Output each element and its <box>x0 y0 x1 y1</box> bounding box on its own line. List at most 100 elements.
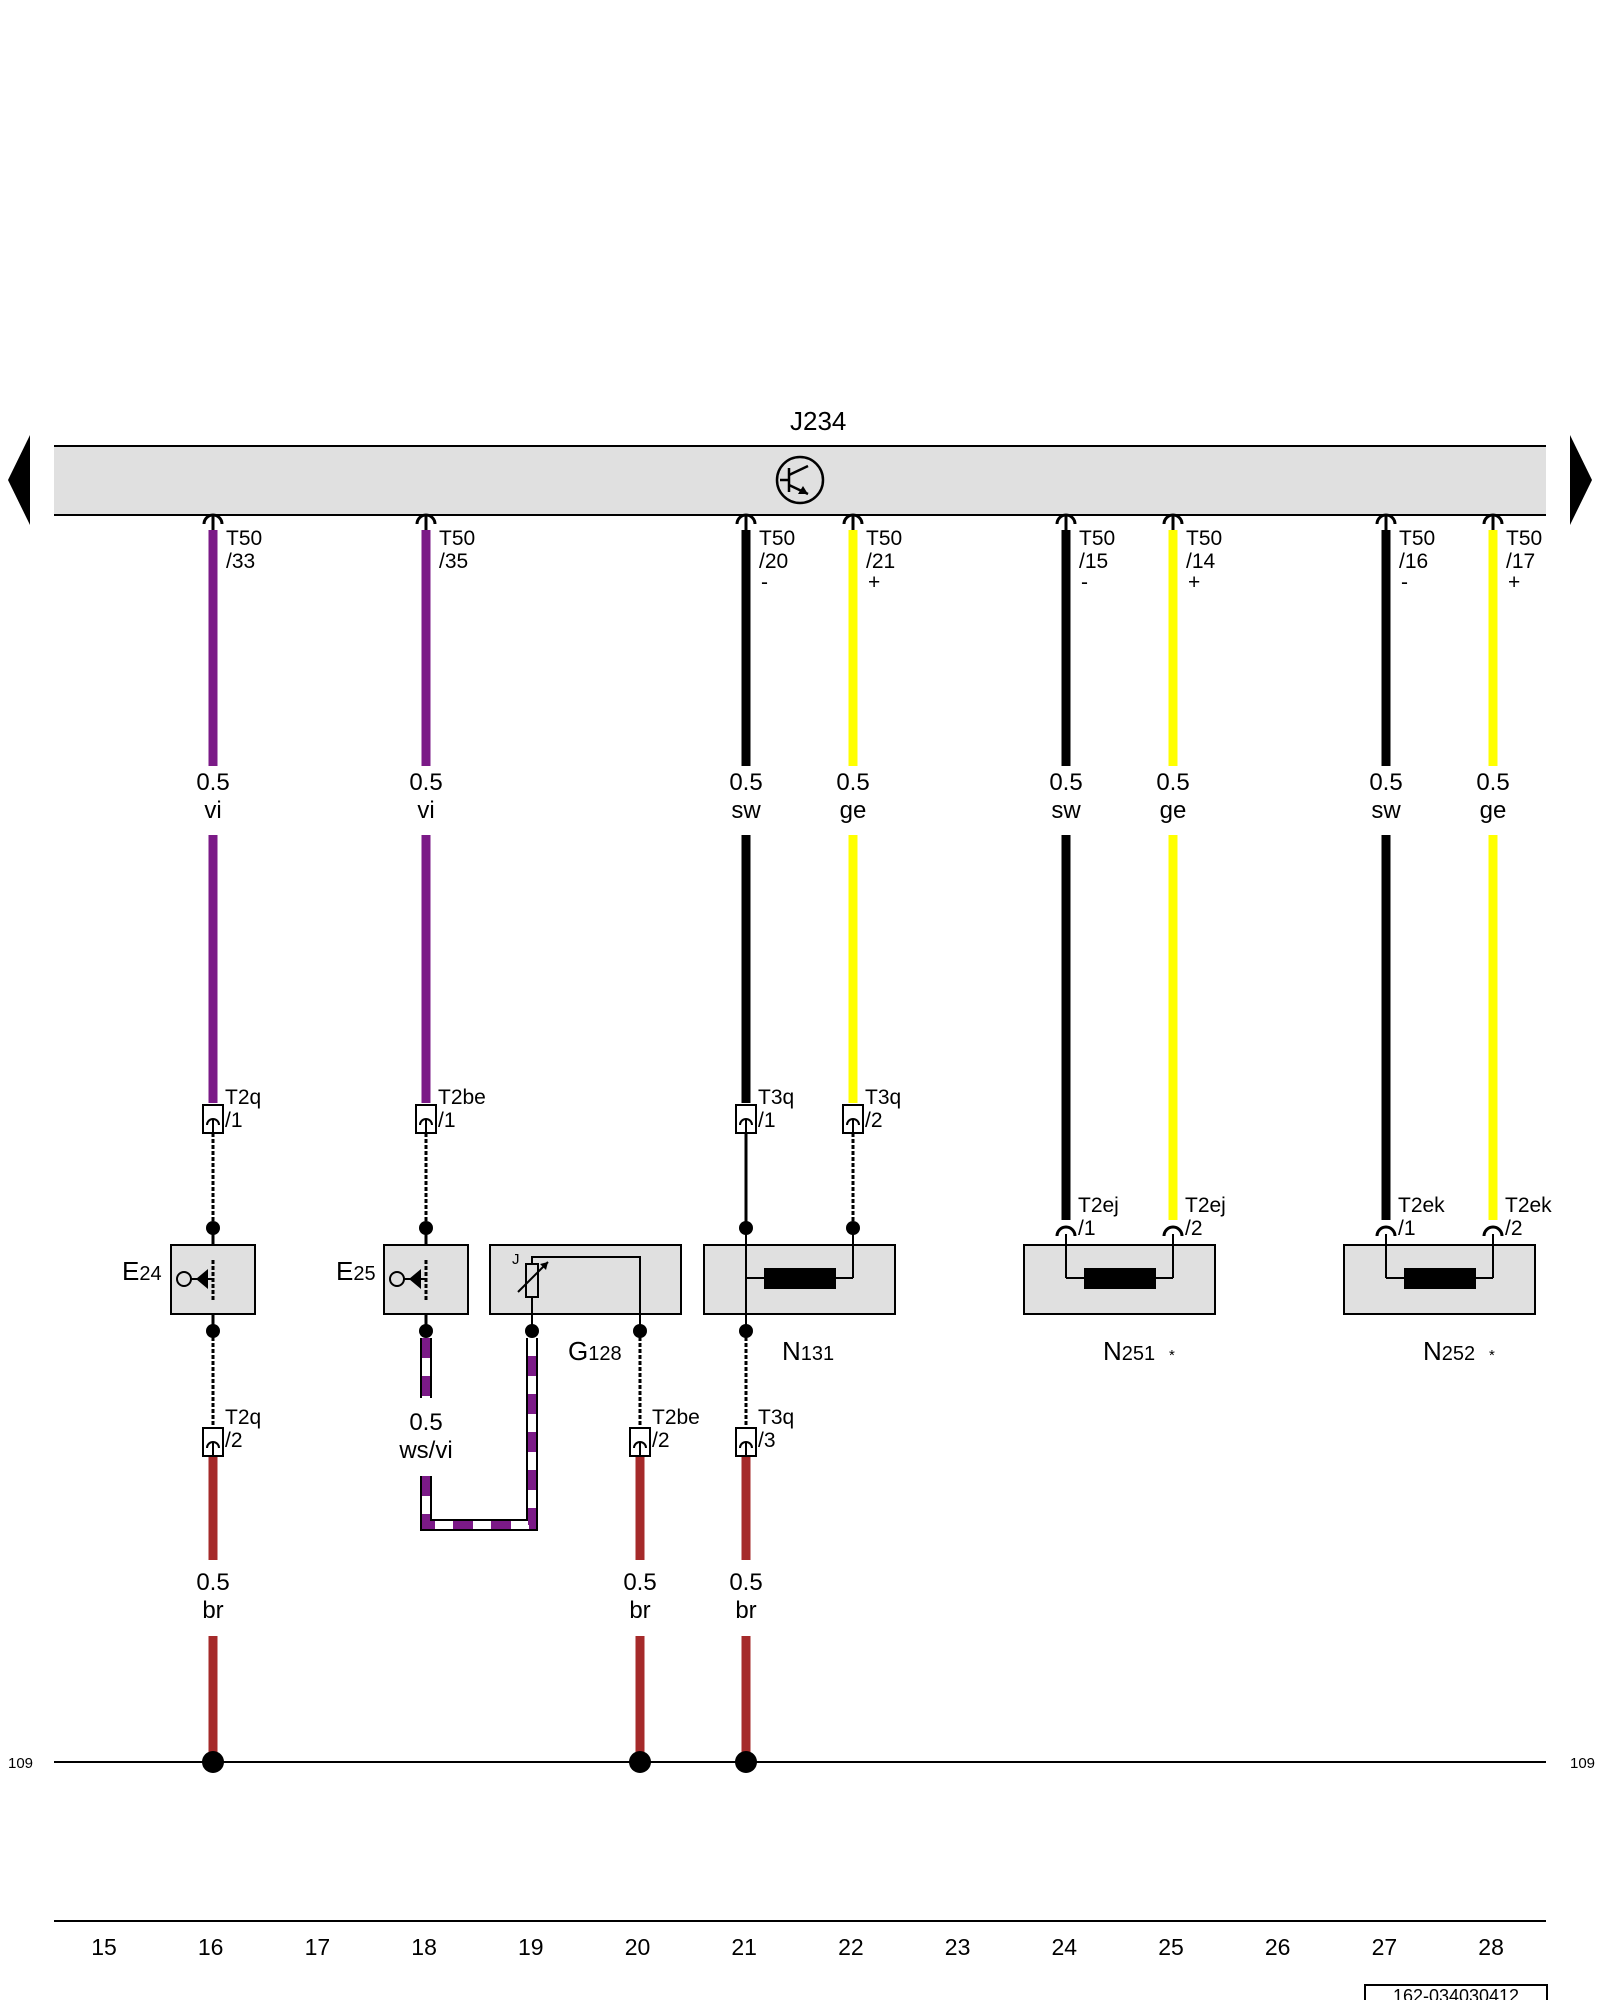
pin-polarity: - <box>1401 571 1408 594</box>
connector-name: T2be <box>652 1406 700 1429</box>
pin-number: /16 <box>1399 550 1428 573</box>
wire-color: br <box>202 1597 223 1624</box>
pin-t50-5: T50/14+ <box>1162 513 1222 594</box>
wire-color: sw <box>1051 797 1081 824</box>
connector-pin: /2 <box>865 1109 883 1132</box>
connector-name: T3q <box>865 1086 901 1109</box>
round-connector-5: T2ej/2 <box>1162 1194 1226 1240</box>
wire-color: ge <box>1160 797 1187 824</box>
continue-left-arrow-icon <box>8 435 30 525</box>
component-label: E24 <box>122 1256 162 1286</box>
connector-pin: /1 <box>758 1109 776 1132</box>
connector-pin: /2 <box>1185 1217 1203 1240</box>
wire-color: ge <box>1480 797 1507 824</box>
pin-number: /33 <box>226 550 255 573</box>
control-unit-label: J234 <box>790 406 846 436</box>
column-number: 23 <box>945 1934 971 1960</box>
round-connector-4: T2ej/1 <box>1055 1194 1119 1240</box>
wire-color: ws/vi <box>398 1437 452 1464</box>
wire-color: vi <box>417 797 434 824</box>
component-e25 <box>383 1228 469 1338</box>
pin-connector: T50 <box>1399 527 1435 550</box>
wire-color: sw <box>1371 797 1401 824</box>
pin-polarity: - <box>1081 571 1088 594</box>
connector-name: T2ej <box>1078 1194 1119 1217</box>
wire-size: 0.5 <box>1049 769 1082 796</box>
round-connector-6: T2ek/1 <box>1375 1194 1445 1240</box>
column-number: 19 <box>518 1934 544 1960</box>
wire-size: 0.5 <box>196 1569 229 1596</box>
connector-pin: /1 <box>1398 1217 1416 1240</box>
solenoid-valve-icon <box>1066 1268 1173 1289</box>
connector-name: T2ek <box>1505 1194 1552 1217</box>
pin-polarity: + <box>1188 571 1200 594</box>
connector-name: T2q <box>225 1406 261 1429</box>
component-label: N131 <box>782 1336 834 1366</box>
column-number: 18 <box>411 1934 437 1960</box>
wire-size: 0.5 <box>729 769 762 796</box>
component-n252 <box>1343 1234 1536 1315</box>
pin-connector: T50 <box>1506 527 1542 550</box>
wire-ws-vi-loop <box>420 1338 538 1531</box>
pin-number: /35 <box>439 550 468 573</box>
column-number: 27 <box>1372 1934 1398 1960</box>
control-unit-j234: J234 <box>54 406 1546 516</box>
ground-ref-left: 109 <box>8 1755 33 1772</box>
component-label: N251 <box>1103 1336 1155 1366</box>
wire-size: 0.5 <box>729 1569 762 1596</box>
connector-name: T2be <box>438 1086 486 1109</box>
document-number: 162-034030412 <box>1393 1986 1519 2000</box>
mid-connector-3: T3q/2 <box>842 1086 901 1134</box>
connector-pin: /2 <box>652 1429 670 1452</box>
component-n131 <box>703 1228 896 1338</box>
lower-brown-wires <box>208 1456 751 1762</box>
pin-polarity: - <box>761 571 768 594</box>
pin-t50-3: T50/21+ <box>842 513 902 594</box>
pin-socket-icon <box>1482 1225 1504 1237</box>
connector-pin: /1 <box>438 1109 456 1132</box>
pin-socket-icon <box>1375 1225 1397 1237</box>
continue-right-arrow-icon <box>1570 435 1592 525</box>
component-label: G128 <box>568 1336 622 1366</box>
wire-size: 0.5 <box>1476 769 1509 796</box>
footnote-star: * <box>1489 1347 1495 1364</box>
transistor-symbol-icon <box>775 455 825 505</box>
pin-socket-icon <box>1055 1225 1077 1237</box>
wire-size: 0.5 <box>1369 769 1402 796</box>
wire-size: 0.5 <box>623 1569 656 1596</box>
connector-pin: /1 <box>225 1109 243 1132</box>
pin-connector: T50 <box>866 527 902 550</box>
pin-number: /17 <box>1506 550 1535 573</box>
wire-size: 0.5 <box>1156 769 1189 796</box>
wire-color: br <box>629 1597 650 1624</box>
pin-polarity: + <box>1508 571 1520 594</box>
pin-connector: T50 <box>439 527 475 550</box>
component-n251 <box>1023 1234 1216 1315</box>
connector-name: T2q <box>225 1086 261 1109</box>
column-number: 25 <box>1158 1934 1184 1960</box>
connector-name: T3q <box>758 1086 794 1109</box>
column-number: 17 <box>305 1934 331 1960</box>
document-number-box: 162-034030412 <box>1364 1984 1548 2000</box>
pin-t50-0: T50/33 <box>202 513 262 573</box>
t50-pins: T50/33T50/35T50/20-T50/21+T50/15-T50/14+… <box>202 513 1542 594</box>
solenoid-valve-icon <box>746 1268 853 1289</box>
pin-connector: T50 <box>1186 527 1222 550</box>
connector-pin: /2 <box>1505 1217 1523 1240</box>
mid-connector-2: T3q/1 <box>735 1086 794 1134</box>
lower-connector-2: T3q/3 <box>735 1406 794 1457</box>
lower-connector-0: T2q/2 <box>202 1406 261 1457</box>
pin-t50-4: T50/15- <box>1055 513 1115 594</box>
pin-number: /14 <box>1186 550 1216 573</box>
wire-color: ge <box>840 797 867 824</box>
mid-connector-0: T2q/1 <box>202 1086 261 1134</box>
pin-connector: T50 <box>226 527 262 550</box>
wire-color: vi <box>204 797 221 824</box>
wire-color: br <box>735 1597 756 1624</box>
seat-switch-icon <box>389 1260 428 1300</box>
